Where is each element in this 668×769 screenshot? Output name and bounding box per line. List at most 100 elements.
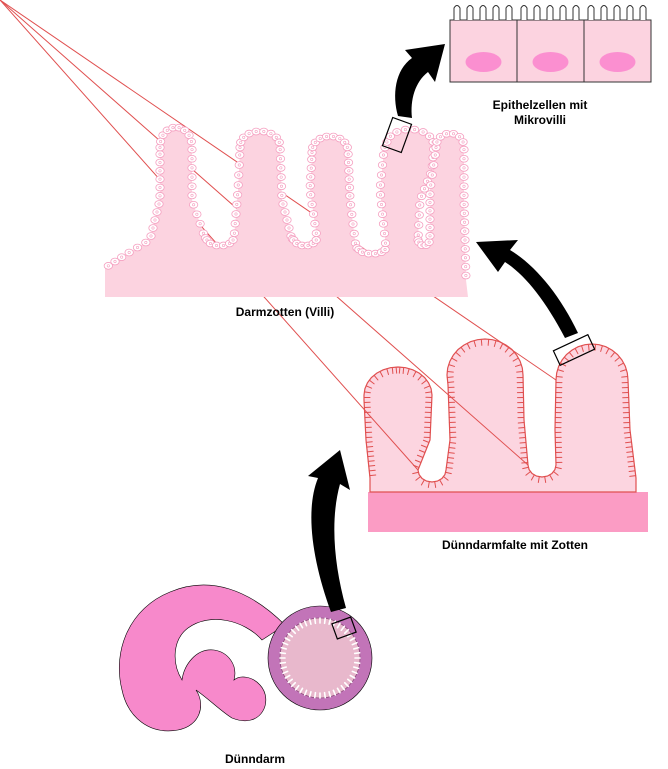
villus-cell xyxy=(155,158,165,167)
villus-cell xyxy=(154,200,164,208)
villus-cell-nucleus xyxy=(331,135,335,139)
villus-cell xyxy=(459,218,470,227)
intestine-tube xyxy=(119,584,286,732)
villus-cell-nucleus xyxy=(287,226,291,230)
villus-cell-nucleus xyxy=(429,183,433,187)
villus-cell-nucleus xyxy=(451,132,455,136)
villus-cell-nucleus xyxy=(383,241,387,245)
villus-cell xyxy=(308,210,319,218)
fold-villus xyxy=(568,351,574,358)
fold-villus xyxy=(367,455,375,458)
villus-cell xyxy=(305,181,315,190)
fold-villus xyxy=(446,376,454,378)
fold-villus xyxy=(499,342,504,350)
villus-cell-nucleus xyxy=(158,177,162,181)
fold-villus xyxy=(446,462,454,464)
lumen-villus xyxy=(351,670,358,675)
villus-cell xyxy=(306,173,316,181)
villus-cell-nucleus xyxy=(430,173,434,177)
villus-cell xyxy=(377,161,388,169)
fold-villus xyxy=(379,370,384,378)
microvillus xyxy=(572,5,580,20)
villus-cell-nucleus xyxy=(463,229,467,233)
villus-cell-nucleus xyxy=(373,252,377,256)
villus-cell-nucleus xyxy=(388,134,392,138)
fold-villus xyxy=(402,367,405,375)
villus-cell xyxy=(234,161,244,169)
fold-villus xyxy=(460,346,466,353)
villus-cell-nucleus xyxy=(325,135,329,139)
fold-villus xyxy=(427,481,430,488)
villus-cell-nucleus xyxy=(378,183,382,187)
zoom-box-intestine xyxy=(331,616,357,640)
lumen-villus xyxy=(284,674,291,679)
villus-cell-nucleus xyxy=(438,135,442,139)
fold-villus xyxy=(425,391,433,394)
villus-cell xyxy=(234,171,244,179)
villus-cell xyxy=(377,210,388,218)
arrow-to-villi xyxy=(476,240,578,338)
fold-villus xyxy=(412,370,417,378)
villus-cell-nucleus xyxy=(428,192,432,196)
villus-cell-nucleus xyxy=(236,183,240,187)
villus-cell xyxy=(184,131,194,139)
villus-cell xyxy=(186,137,196,146)
villus-cell-nucleus xyxy=(313,222,317,226)
villus-cell-nucleus xyxy=(462,202,466,206)
microvillus xyxy=(533,5,541,20)
fold-villus xyxy=(600,345,603,352)
arrow-to-epithelium xyxy=(395,44,445,118)
lumen-villus xyxy=(328,618,332,625)
fold-villus xyxy=(628,470,636,473)
fold-villus xyxy=(447,457,455,459)
villus-cell-nucleus xyxy=(382,232,386,236)
microvillus xyxy=(639,5,647,20)
fold-villus xyxy=(448,364,456,367)
villus-cell-nucleus xyxy=(215,243,219,247)
villus-cell xyxy=(414,211,424,219)
villus-cell-nucleus xyxy=(153,218,157,222)
villus-cell xyxy=(425,190,435,198)
villus-cell-nucleus xyxy=(462,211,466,215)
villus-cell xyxy=(375,191,386,199)
villus-cell xyxy=(415,201,425,209)
villus-cell xyxy=(376,200,387,209)
villus-cell xyxy=(150,216,160,224)
villus-cell xyxy=(230,219,240,228)
villus-cell-nucleus xyxy=(463,247,467,251)
lumen-villus xyxy=(340,684,346,691)
villus-cell-nucleus xyxy=(314,238,318,242)
villus-cell xyxy=(425,215,435,223)
villus-cell xyxy=(148,224,158,232)
villus-cell-nucleus xyxy=(403,128,407,132)
villus-cell xyxy=(228,236,238,244)
villus-cell-nucleus xyxy=(158,194,162,198)
villus-cell xyxy=(187,154,197,163)
villus-cell-nucleus xyxy=(309,166,313,170)
villus-cell xyxy=(275,145,285,154)
villus-cell xyxy=(460,253,471,262)
fold-villus xyxy=(537,476,540,483)
villus-cell xyxy=(124,248,134,257)
villus-cell xyxy=(425,232,435,240)
villus-cell-nucleus xyxy=(171,126,175,130)
villus-cell-nucleus xyxy=(464,274,468,278)
fold-villus xyxy=(480,338,483,346)
villus-cell xyxy=(103,262,113,270)
fold-villus xyxy=(525,471,532,476)
villus-cell-nucleus xyxy=(347,169,351,173)
fold-villus xyxy=(368,469,376,472)
villus-cell-nucleus xyxy=(232,231,236,235)
villus-cell-nucleus xyxy=(274,135,278,139)
villus-cell-nucleus xyxy=(158,161,162,165)
villus-cell xyxy=(117,253,127,261)
villus-cell xyxy=(310,219,320,228)
villus-cell-nucleus xyxy=(201,231,205,235)
villus-cell xyxy=(461,271,471,280)
villus-cell-nucleus xyxy=(158,152,162,156)
lumen-villus xyxy=(287,632,294,638)
villus-cell-nucleus xyxy=(428,209,432,213)
label-epithelium: Epithelzellen mit Mikrovilli xyxy=(492,98,588,127)
fold-villus xyxy=(563,356,570,362)
villus-cell xyxy=(380,239,391,247)
